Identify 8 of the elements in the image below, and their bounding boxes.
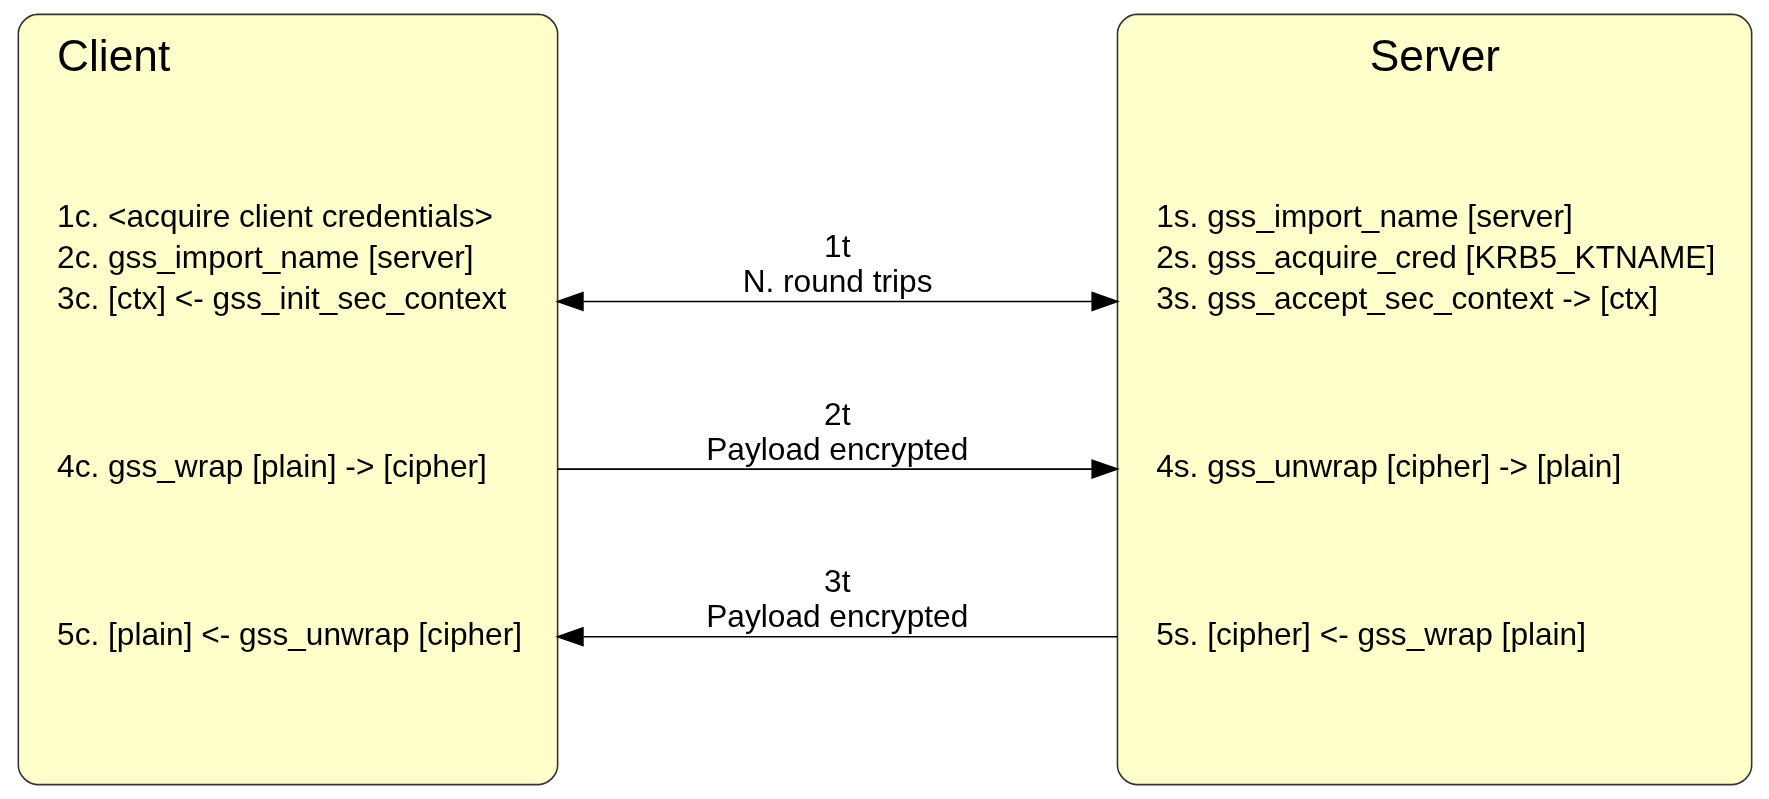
- arrow: [556, 459, 1120, 480]
- edge-label: 3t Payload encrypted: [705, 563, 968, 635]
- node-box: Server 1s. gss_import_name [server] 2s. gss_acquire_cred [KRB5_KTNAME] 3s. gss_accept_sec_context -> [ctx] 4s. gss_unwrap [cipher] -> [plain] 5s. [cipher] <- gss_wrap [plain]: [1116, 13, 1752, 786]
- node-box: Client 1c. <acquire client credentials> 2c. gss_import_name [server] 3c. [ctx] <- gss_init_sec_context 4c. gss_wrap [plain] -> [cipher] 5c. [plain] <- gss_unwrap [cipher]: [17, 13, 558, 786]
- arrow: [554, 626, 1118, 647]
- arrow: [554, 291, 1120, 312]
- edge-label: 2t Payload encrypted: [705, 395, 968, 467]
- edge-label: 1t N. round trips: [742, 228, 932, 299]
